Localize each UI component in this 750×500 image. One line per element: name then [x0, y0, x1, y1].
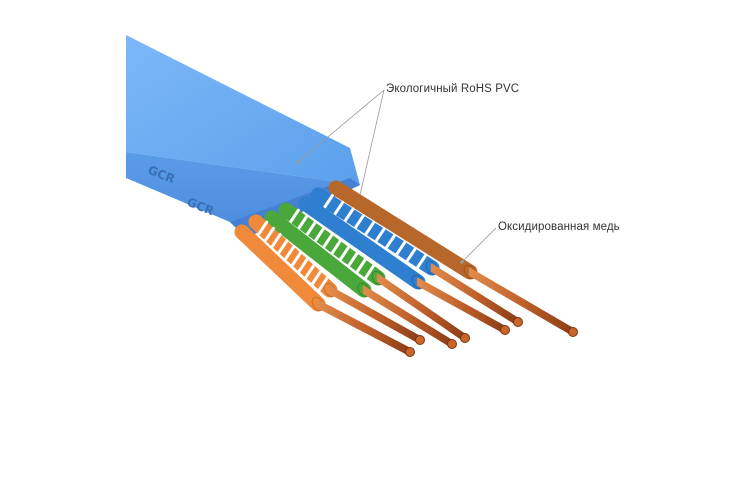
copper-strand [362, 290, 454, 347]
wire-insulation [278, 202, 386, 286]
wire-stripe [355, 258, 367, 274]
callout-conductor: Оксидированная медь [498, 221, 620, 233]
copper-strand [416, 280, 507, 332]
copper-strand [328, 285, 422, 339]
wire-stripe [364, 220, 376, 236]
wire-stripe [263, 226, 275, 242]
wire-stripe [257, 220, 269, 236]
blue-stripe-wire [310, 187, 523, 327]
wire-stripe [277, 239, 289, 255]
wire-stripe [385, 233, 397, 249]
copper-strand [430, 265, 520, 322]
wire-stripe [290, 251, 302, 267]
copper-tip [568, 327, 578, 337]
copper-strand [328, 291, 422, 345]
wire-stripe [284, 245, 296, 261]
copper-strand [362, 288, 454, 346]
copper-strand [376, 279, 467, 343]
wire-stripe [347, 251, 359, 267]
copper-strand [376, 275, 467, 338]
copper-strand [416, 277, 507, 329]
wire-stripe [364, 264, 376, 280]
twisted-pair-wires [234, 180, 578, 357]
copper-strand [316, 299, 412, 351]
copper-tip [513, 317, 523, 327]
copper-strand [468, 269, 575, 332]
copper-strand [376, 278, 467, 341]
copper-strand [430, 269, 520, 327]
copper-strand [328, 288, 422, 342]
copper-strand [316, 304, 412, 355]
copper-strand [430, 263, 520, 321]
leader-insulation-dot [296, 160, 300, 164]
wire-stripe [395, 240, 407, 256]
copper-strand [416, 279, 507, 330]
orange-solid-wire [234, 224, 415, 357]
copper-strand [316, 302, 412, 354]
leader-insulation [297, 89, 385, 163]
wire-stripe [297, 257, 309, 273]
wire-stripe [297, 214, 309, 230]
leader-conductor-dot [460, 260, 464, 264]
leader-insulation-2 [359, 89, 385, 196]
copper-tip [415, 335, 425, 345]
wire-stripe [288, 208, 300, 224]
wire-stripe [311, 270, 323, 286]
wire-insulation [298, 196, 426, 290]
wire-stripe [270, 233, 282, 249]
copper-strand [468, 272, 575, 335]
blue-solid-wire [298, 196, 510, 335]
copper-strand [430, 266, 520, 324]
wire-insulation [264, 210, 372, 298]
copper-strand [376, 273, 467, 337]
copper-strand [376, 276, 467, 340]
copper-tip [405, 347, 415, 357]
jacket-side-face [126, 152, 360, 238]
copper-strand [316, 305, 412, 357]
leader-conductor [461, 227, 497, 263]
wire-stripe [322, 233, 334, 249]
orange-stripe-wire [248, 214, 425, 345]
copper-tip [460, 333, 470, 343]
copper-strand [416, 282, 507, 333]
copper-strand [362, 287, 454, 344]
wire-stripe [405, 247, 417, 263]
callout-leaders [296, 89, 497, 264]
wire-insulation [234, 224, 326, 312]
brown-solid-wire [328, 180, 578, 337]
wire-insulation [248, 214, 338, 298]
copper-strand [468, 270, 575, 334]
copper-strand [362, 285, 454, 343]
green-solid-wire [264, 210, 457, 349]
wire-stripe [330, 239, 342, 255]
copper-strand [416, 283, 507, 335]
copper-strand [430, 268, 520, 325]
wire-stripe [305, 221, 317, 237]
wire-insulation [310, 187, 440, 276]
copper-strand [362, 291, 454, 349]
wire-stripe [322, 194, 334, 210]
wire-stripe [313, 227, 325, 243]
wire-stripe [374, 227, 386, 243]
wire-stripe [353, 214, 365, 230]
copper-strand [468, 273, 575, 337]
wire-stripe [304, 263, 316, 279]
copper-tip [500, 325, 510, 335]
copper-strand [316, 301, 412, 352]
wire-stripe [339, 245, 351, 261]
wire-stripe [416, 253, 428, 269]
wire-insulation [328, 180, 478, 280]
wire-stripe [317, 276, 329, 292]
wire-stripe [343, 207, 355, 223]
wire-stripe [333, 200, 345, 216]
jacket-top-face [126, 35, 360, 185]
copper-strand [328, 287, 422, 340]
callout-insulation: Экологичный RoHS PVC [386, 83, 520, 95]
green-stripe-wire [278, 202, 470, 343]
copper-strand [468, 267, 575, 331]
copper-strand [328, 290, 422, 343]
copper-tip [447, 339, 457, 349]
